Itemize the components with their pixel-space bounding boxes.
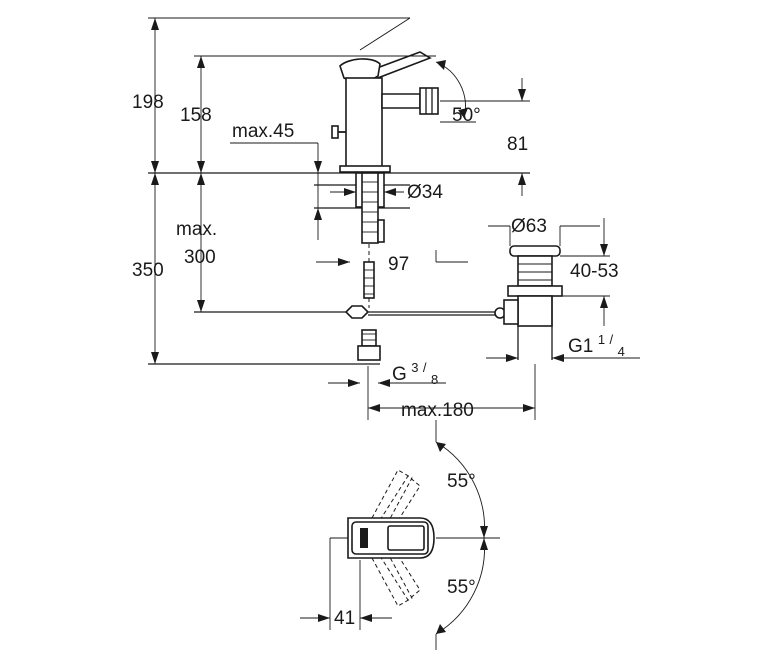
faucet-top-view <box>330 469 500 607</box>
dim-max-label: max. <box>176 219 217 240</box>
dim-diam-34: Ø34 <box>407 182 443 203</box>
dim-40-53: 40-53 <box>570 261 619 282</box>
dim-waste-thread: G1 1 / 4 <box>568 331 625 359</box>
dim-81: 81 <box>507 134 528 155</box>
dim-rotation-top: 55° <box>447 471 476 492</box>
dim-max45: max.45 <box>232 121 294 142</box>
dim-300: 300 <box>184 247 216 268</box>
pop-up-linkage <box>194 305 506 319</box>
dim-198: 198 <box>132 92 164 113</box>
dim-97: 97 <box>388 254 409 275</box>
dim-rotation-bottom: 55° <box>447 577 476 598</box>
dim-supply-thread: G 3 / 8 <box>392 359 438 387</box>
dim-350: 350 <box>132 260 164 281</box>
dim-angle-50: 50° <box>452 105 481 126</box>
dim-41: 41 <box>334 608 355 629</box>
dim-diam-63: Ø63 <box>511 216 547 237</box>
supply-connector <box>357 329 381 361</box>
flexible-hose <box>363 244 375 308</box>
waste-assembly <box>503 245 563 360</box>
mounting-shank <box>355 172 385 244</box>
faucet-side-view <box>148 17 439 173</box>
dim-max180: max.180 <box>401 400 474 421</box>
dim-158: 158 <box>180 105 212 126</box>
